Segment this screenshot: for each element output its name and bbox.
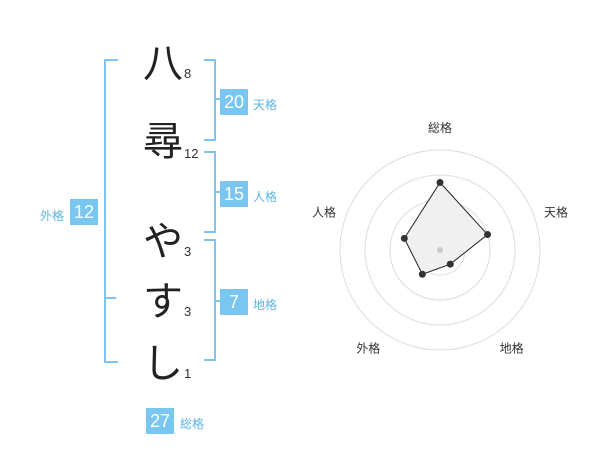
jinkaku-bracket-tick	[214, 191, 222, 193]
radar-axis-label-4: 外格	[356, 341, 380, 356]
tenkaku-badge: 20	[220, 89, 248, 115]
gaikaku-badge: 12	[70, 199, 98, 225]
name-char-1: 八	[143, 41, 183, 87]
name-char-4: す	[143, 279, 183, 325]
chikaku-bracket-tick	[214, 300, 222, 302]
gaikaku-bracket	[104, 59, 118, 363]
tenkaku-bracket	[204, 59, 216, 141]
radar-point-5	[400, 234, 408, 242]
stroke-count-4: 3	[184, 304, 192, 319]
gaikaku-bracket-divider	[104, 297, 116, 299]
name-char-3: や	[143, 219, 183, 265]
radar-point-3	[446, 260, 454, 268]
radar-ring-3	[364, 174, 516, 326]
radar-value-polygon	[403, 181, 489, 275]
chikaku-label: 地格	[253, 298, 278, 312]
stroke-count-1: 8	[184, 66, 192, 81]
radar-center-dot	[437, 247, 443, 253]
tenkaku-bracket-tick	[214, 98, 222, 100]
radar-axis-label-3: 地格	[500, 341, 524, 356]
stroke-count-3: 3	[184, 244, 192, 259]
soukaku-label: 総格	[180, 417, 205, 431]
radar-axis-label-5: 人格	[312, 204, 336, 219]
radar-point-2	[484, 231, 492, 239]
radar-axis-label-1: 総格	[428, 120, 452, 135]
name-char-2: 尋	[143, 119, 183, 165]
jinkaku-badge: 15	[220, 181, 248, 207]
stroke-count-2: 12	[184, 146, 199, 161]
gaikaku-label: 外格	[40, 209, 65, 223]
radar-axis-label-2: 天格	[544, 204, 568, 219]
chikaku-badge: 7	[220, 289, 248, 315]
radar-point-4	[418, 270, 426, 278]
jinkaku-label: 人格	[253, 190, 278, 204]
name-char-5: し	[143, 341, 183, 387]
tenkaku-label: 天格	[253, 98, 278, 112]
radar-point-1	[436, 179, 444, 186]
soukaku-badge: 27	[146, 408, 174, 434]
stroke-count-5: 1	[184, 366, 192, 381]
radar-ring-4	[339, 149, 541, 351]
